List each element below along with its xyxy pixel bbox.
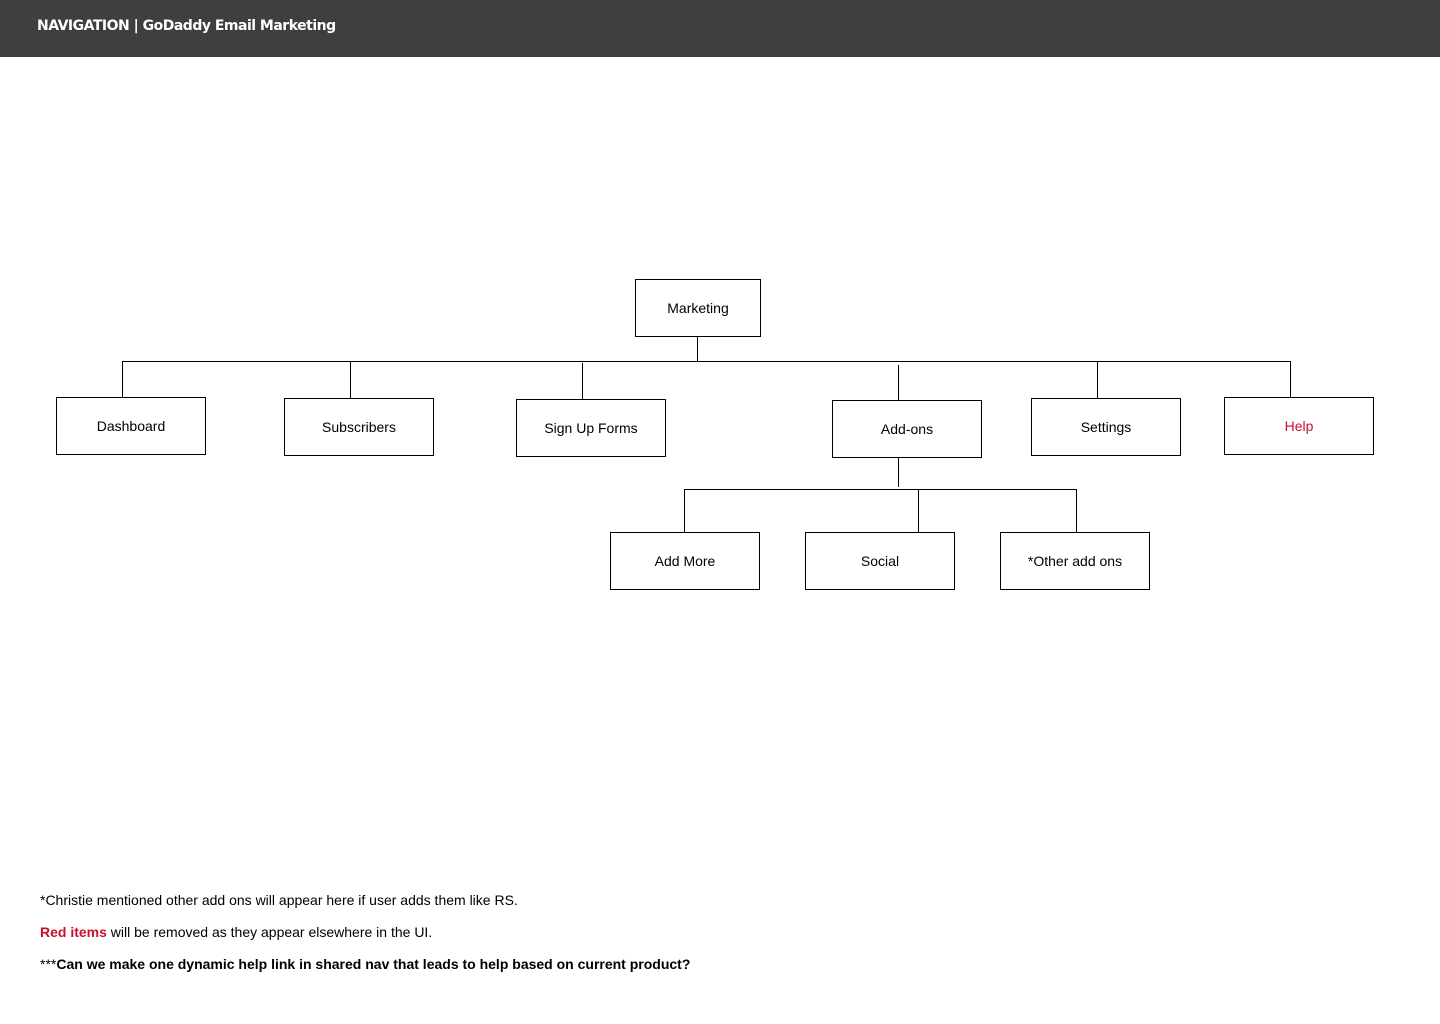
sitemap-diagram: Marketing Dashboard Subscribers Sign Up … — [0, 57, 1440, 1024]
connector-addons-bus — [684, 489, 1077, 490]
page-title: NAVIGATION | GoDaddy Email Marketing — [37, 18, 336, 34]
node-settings: Settings — [1031, 398, 1181, 456]
node-other-addons: *Other add ons — [1000, 532, 1150, 590]
connector-root-down — [697, 337, 698, 362]
connector-dashboard — [122, 361, 123, 398]
note-question: Can we make one dynamic help link in sha… — [56, 956, 691, 972]
note-red-items: Red items will be removed as they appear… — [40, 922, 690, 954]
notes-section: *Christie mentioned other add ons will a… — [40, 890, 690, 986]
node-marketing: Marketing — [635, 279, 761, 337]
note-prefix: *** — [40, 956, 57, 972]
connector-addons — [898, 365, 899, 401]
node-dashboard: Dashboard — [56, 397, 206, 455]
connector-social — [918, 489, 919, 532]
red-items-text: will be removed as they appear elsewhere… — [106, 924, 433, 940]
connector-addons-down — [898, 458, 899, 487]
connector-level1-bus — [122, 361, 1291, 362]
header-bar: NAVIGATION | GoDaddy Email Marketing — [0, 0, 1440, 57]
node-addons: Add-ons — [832, 400, 982, 458]
node-signup-forms: Sign Up Forms — [516, 399, 666, 457]
connector-help — [1290, 361, 1291, 398]
connector-subscribers — [350, 361, 351, 399]
node-add-more: Add More — [610, 532, 760, 590]
node-help: Help — [1224, 397, 1374, 455]
red-items-label: Red items — [40, 924, 107, 940]
node-subscribers: Subscribers — [284, 398, 434, 456]
note-help-question: ***Can we make one dynamic help link in … — [40, 954, 690, 986]
note-other-addons: *Christie mentioned other add ons will a… — [40, 892, 518, 908]
connector-settings — [1097, 361, 1098, 399]
connector-signup-forms — [582, 363, 583, 400]
node-social: Social — [805, 532, 955, 590]
connector-other-addons — [1076, 489, 1077, 532]
connector-add-more — [684, 489, 685, 532]
